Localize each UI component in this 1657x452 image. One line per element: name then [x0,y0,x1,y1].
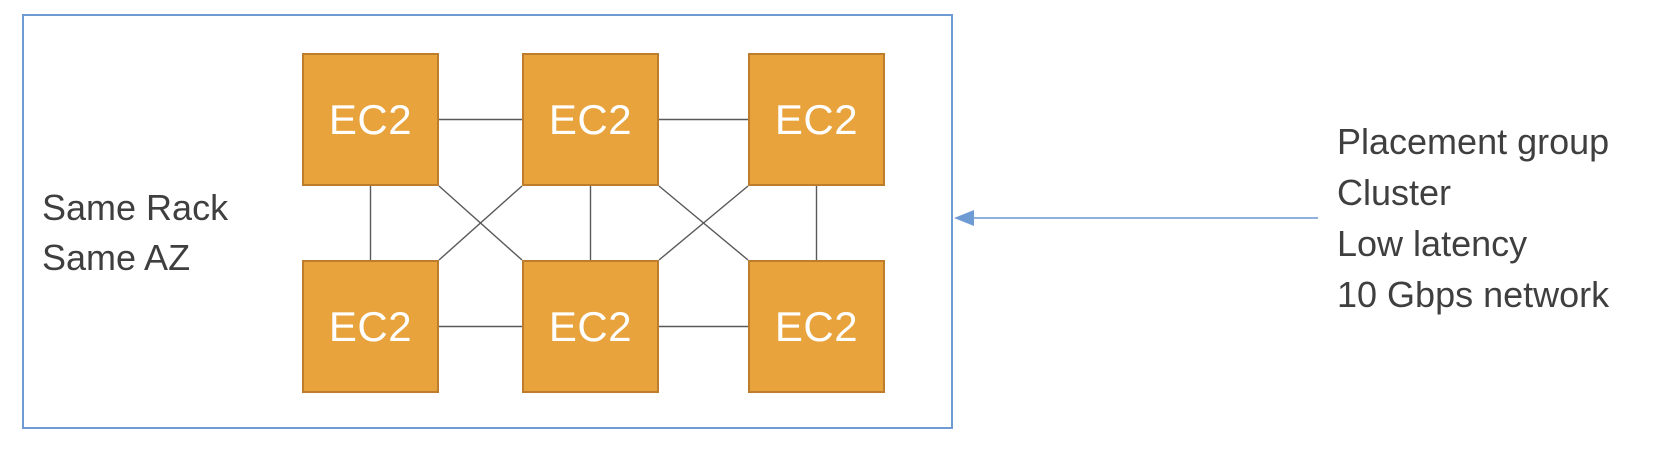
annotation-line: Low latency [1337,223,1528,264]
annotation-arrowhead-icon [954,210,974,226]
ec2-node-label: EC2 [548,95,633,143]
ec2-node: EC2 [748,53,885,186]
ec2-node: EC2 [522,260,659,393]
ec2-node-label: EC2 [328,95,413,143]
ec2-node: EC2 [302,53,439,186]
annotation-arrow [954,210,1318,226]
same-rack-label: Same Rack [42,187,229,228]
same-az-label: Same AZ [42,237,191,278]
placement-group-annotation: Placement group Cluster Low latency 10 G… [1337,116,1609,320]
annotation-line: Placement group [1337,121,1610,162]
ec2-node-label: EC2 [328,302,413,350]
placement-group-box [22,14,953,429]
ec2-node: EC2 [522,53,659,186]
annotation-line: Cluster [1337,172,1452,213]
ec2-node: EC2 [302,260,439,393]
ec2-node-label: EC2 [774,302,859,350]
cluster-location-label: Same Rack Same AZ [42,183,228,283]
annotation-line: 10 Gbps network [1337,274,1610,315]
ec2-node-label: EC2 [548,302,633,350]
ec2-node-label: EC2 [774,95,859,143]
ec2-node: EC2 [748,260,885,393]
